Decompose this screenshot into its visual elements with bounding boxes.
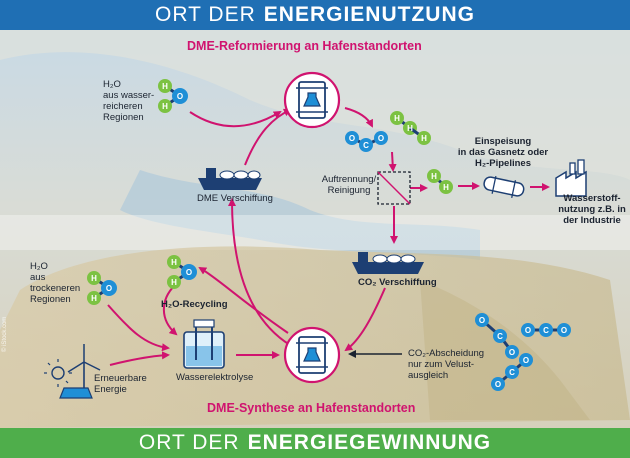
label-separation: Auftrennung/ Reinigung	[321, 174, 377, 196]
label-h2o-bottom: H₂O aus trockeneren Regionen	[30, 261, 81, 305]
arrow-recycling-to-electrolysis	[162, 284, 178, 336]
pipeline-icon	[483, 175, 525, 198]
atom-o: O	[378, 134, 384, 143]
arrow-renewable-to-electrolysis	[109, 351, 170, 366]
top-banner-emphasis: ENERGIENUTZUNG	[263, 3, 475, 26]
hydrogen-molecule-top	[390, 111, 431, 145]
label-recycling: H₂O-Recycling	[161, 299, 228, 310]
atom-o: O	[495, 380, 501, 389]
label-renewable: Erneuerbare Energie	[94, 373, 147, 395]
arrow-synthesis-to-recycling	[198, 266, 289, 334]
atom-o: O	[561, 326, 567, 335]
copyright-text: © iStock.com	[2, 316, 8, 352]
atom-o: O	[525, 326, 531, 335]
atom-o: O	[509, 348, 515, 357]
factory-icon	[555, 159, 587, 197]
atom-o: O	[177, 92, 183, 101]
atom-h: H	[421, 134, 427, 143]
atom-c: C	[497, 332, 503, 341]
top-banner: ORT DER ENERGIENUTZUNG	[0, 0, 630, 30]
bottom-banner: ORT DER ENERGIEGEWINNUNG	[0, 428, 630, 458]
atom-h: H	[162, 102, 168, 111]
dme-ship-icon	[198, 168, 262, 190]
atom-o: O	[186, 268, 192, 277]
water-molecule-top	[158, 79, 188, 113]
label-grid-feed: Einspeisung in das Gasnetz oder H₂-Pipel…	[457, 136, 549, 169]
electrolysis-icon	[183, 319, 225, 369]
bottom-banner-emphasis: ENERGIEGEWINNUNG	[247, 431, 492, 454]
atom-o: O	[523, 356, 529, 365]
hydrogen-molecule-output	[427, 169, 453, 194]
atom-o: O	[479, 316, 485, 325]
arrow-h2o-to-reformer	[189, 110, 282, 128]
atom-c: C	[509, 368, 515, 377]
label-co2-shipping: CO₂ Verschiffung	[358, 277, 437, 288]
separation-icon	[377, 171, 411, 205]
atom-o: O	[106, 284, 112, 293]
atom-h: H	[171, 278, 177, 287]
label-co2-capture: CO₂-Abscheidung nur zum Velust- ausgleic…	[408, 348, 485, 381]
water-molecule-bottom	[87, 271, 117, 305]
label-dme-shipping: DME Verschiffung	[197, 193, 273, 204]
atom-h: H	[162, 82, 168, 91]
bottom-banner-prefix: ORT DER	[138, 431, 240, 454]
arrow-synthesis-to-dmeship	[228, 198, 291, 346]
atom-h: H	[91, 294, 97, 303]
atom-h: H	[91, 274, 97, 283]
renewable-energy-icon	[44, 344, 101, 399]
label-hydrogen-use: Wasserstoff- nutzung z.B. in der Industr…	[558, 193, 626, 226]
flow-arrows	[107, 107, 550, 366]
reformer-reactor-icon	[283, 71, 341, 129]
atom-h: H	[394, 114, 400, 123]
synthesis-reactor-icon	[283, 326, 341, 384]
atom-letters: H H O O C O H H H H H H H O H H O O C O …	[91, 82, 567, 389]
label-h2o-top: H₂O aus wasser- reicheren Regionen	[103, 79, 155, 123]
arrow-ship-to-reformer	[244, 108, 292, 166]
title-reforming: DME-Reformierung an Hafenstandorten	[187, 39, 422, 53]
arrow-h2o-to-electrolysis	[107, 304, 170, 352]
top-banner-prefix: ORT DER	[155, 3, 256, 26]
co2-molecules	[475, 313, 571, 391]
title-synthesis: DME-Synthese an Hafenstandorten	[207, 401, 416, 415]
arrow-reformer-to-molecules	[344, 107, 373, 128]
atom-h: H	[407, 124, 413, 133]
atom-h: H	[171, 258, 177, 267]
water-molecule-recycling	[167, 255, 197, 289]
label-electrolysis: Wasserelektrolyse	[176, 372, 254, 383]
arrow-molecules-to-separation	[388, 151, 397, 172]
dme-molecule	[345, 131, 388, 152]
atom-h: H	[431, 172, 437, 181]
co2-ship-icon	[352, 252, 424, 274]
atom-c: C	[363, 141, 369, 150]
atom-h: H	[443, 183, 449, 192]
atom-c: C	[543, 326, 549, 335]
arrow-co2ship-to-synthesis	[344, 287, 386, 352]
atom-o: O	[349, 134, 355, 143]
